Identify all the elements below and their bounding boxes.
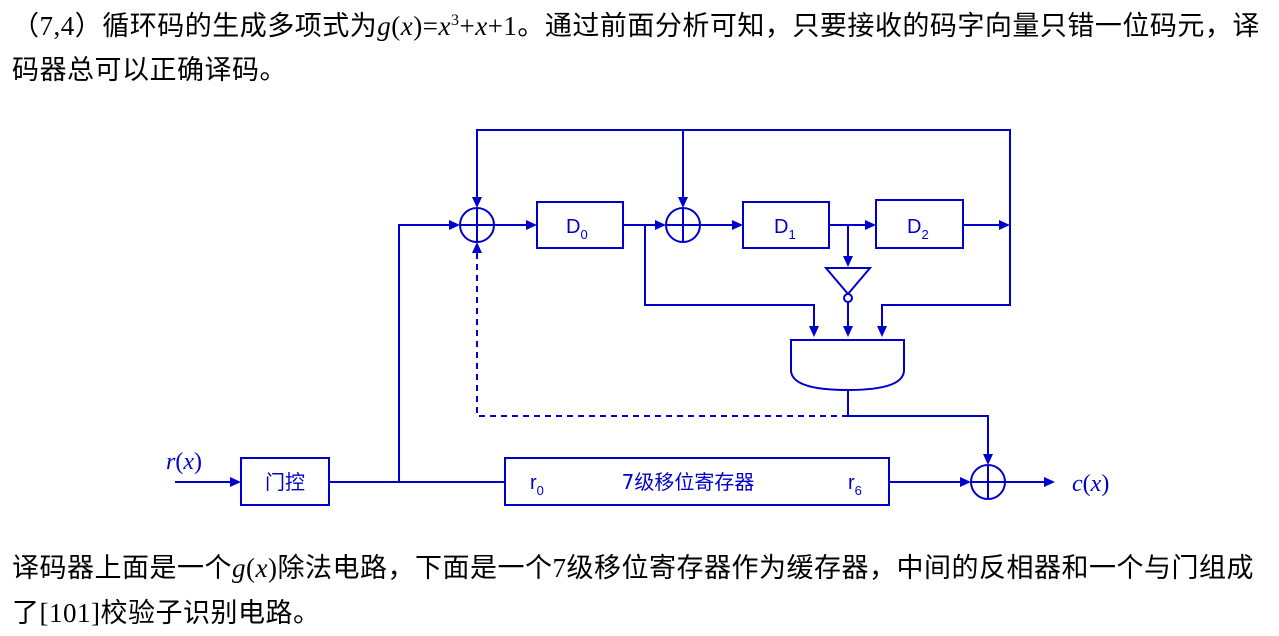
- output-label: c(x): [1072, 471, 1109, 497]
- top-paragraph: （7,4）循环码的生成多项式为g(x)=x3+x+1。通过前面分析可知，只要接收…: [12, 4, 1274, 93]
- wire-to-divider: [398, 224, 451, 482]
- arrowhead: [732, 220, 743, 230]
- wire-d2-to-and: [881, 225, 1011, 328]
- arrowhead: [526, 220, 537, 230]
- paren-open: （: [12, 11, 40, 42]
- arrowhead: [843, 256, 853, 267]
- inverter: [823, 267, 873, 296]
- math-eq: =: [422, 11, 439, 41]
- arrowhead: [1044, 477, 1055, 487]
- shift-register-cell-r0: r0: [530, 472, 544, 498]
- math-paren: (: [391, 11, 401, 41]
- gate-control-box: [240, 457, 330, 506]
- inverter-bubble: [843, 293, 853, 303]
- math-x: x: [400, 11, 414, 41]
- number-seven: 7: [552, 553, 567, 583]
- register-d1-label: D1: [774, 216, 796, 242]
- math-g: g: [377, 11, 392, 41]
- math-x: x: [438, 11, 451, 41]
- code-params: 7,4: [39, 11, 75, 41]
- paragraph-text: 级移位寄存器作为缓存器，中间的反相器和一个与门组成了: [12, 553, 1254, 629]
- math-exponent: 3: [450, 12, 460, 29]
- math-paren: (: [246, 553, 256, 583]
- xor-adder-1: [459, 207, 495, 243]
- math-paren: ): [267, 553, 278, 583]
- math-g: g: [232, 553, 246, 583]
- math-paren: ): [413, 11, 423, 41]
- arrowhead: [983, 454, 993, 465]
- register-d2-label: D2: [907, 216, 929, 242]
- arrowhead: [230, 477, 241, 487]
- shift-register-7: [504, 457, 890, 506]
- input-label: r(x): [166, 449, 202, 475]
- math-x: x: [255, 553, 268, 583]
- arrowhead: [960, 477, 971, 487]
- register-d0-label: D0: [566, 216, 588, 242]
- arrowhead: [999, 220, 1010, 230]
- register-d2: [875, 199, 964, 249]
- wire-d0-to-and: [644, 225, 815, 328]
- math-x: x: [475, 11, 488, 41]
- dashed-feedback: [476, 252, 848, 417]
- feedback-wire-top: [476, 129, 1011, 225]
- arrowhead: [449, 220, 460, 230]
- bottom-paragraph: 译码器上面是一个g(x)除法电路，下面是一个7级移位寄存器作为缓存器，中间的反相…: [12, 546, 1274, 636]
- arrowhead: [472, 197, 482, 208]
- wire-to-output-xor: [848, 415, 989, 456]
- math-plus: +: [459, 11, 476, 41]
- paragraph-text: 。通过前面分析可知，只要接收的码字向量只错一位码元，译码器总可以正确译码。: [12, 11, 1260, 86]
- paragraph-text: 除法电路，下面是一个: [277, 553, 553, 584]
- arrowhead: [472, 242, 482, 253]
- arrowhead: [877, 326, 887, 337]
- xor-adder-output: [970, 464, 1006, 500]
- syndrome-pattern: [101]: [39, 598, 101, 628]
- arrowhead: [655, 220, 666, 230]
- shift-register-cell-r6: r6: [848, 472, 862, 498]
- arrowhead: [865, 220, 876, 230]
- arrowhead: [678, 197, 688, 208]
- shift-register-title: 7级移位寄存器: [622, 470, 755, 494]
- register-d1: [742, 201, 830, 249]
- arrowhead: [843, 326, 853, 337]
- paragraph-text: 校验子识别电路。: [100, 598, 321, 629]
- paragraph-text: 译码器上面是一个: [12, 553, 232, 584]
- xor-adder-2: [665, 207, 701, 243]
- and-gate: [790, 339, 905, 392]
- paragraph-text: ）循环码的生成多项式为: [74, 11, 378, 42]
- arrowhead: [809, 326, 819, 337]
- gate-control-label: 门控: [265, 470, 305, 494]
- math-plus-one: +1: [487, 11, 518, 41]
